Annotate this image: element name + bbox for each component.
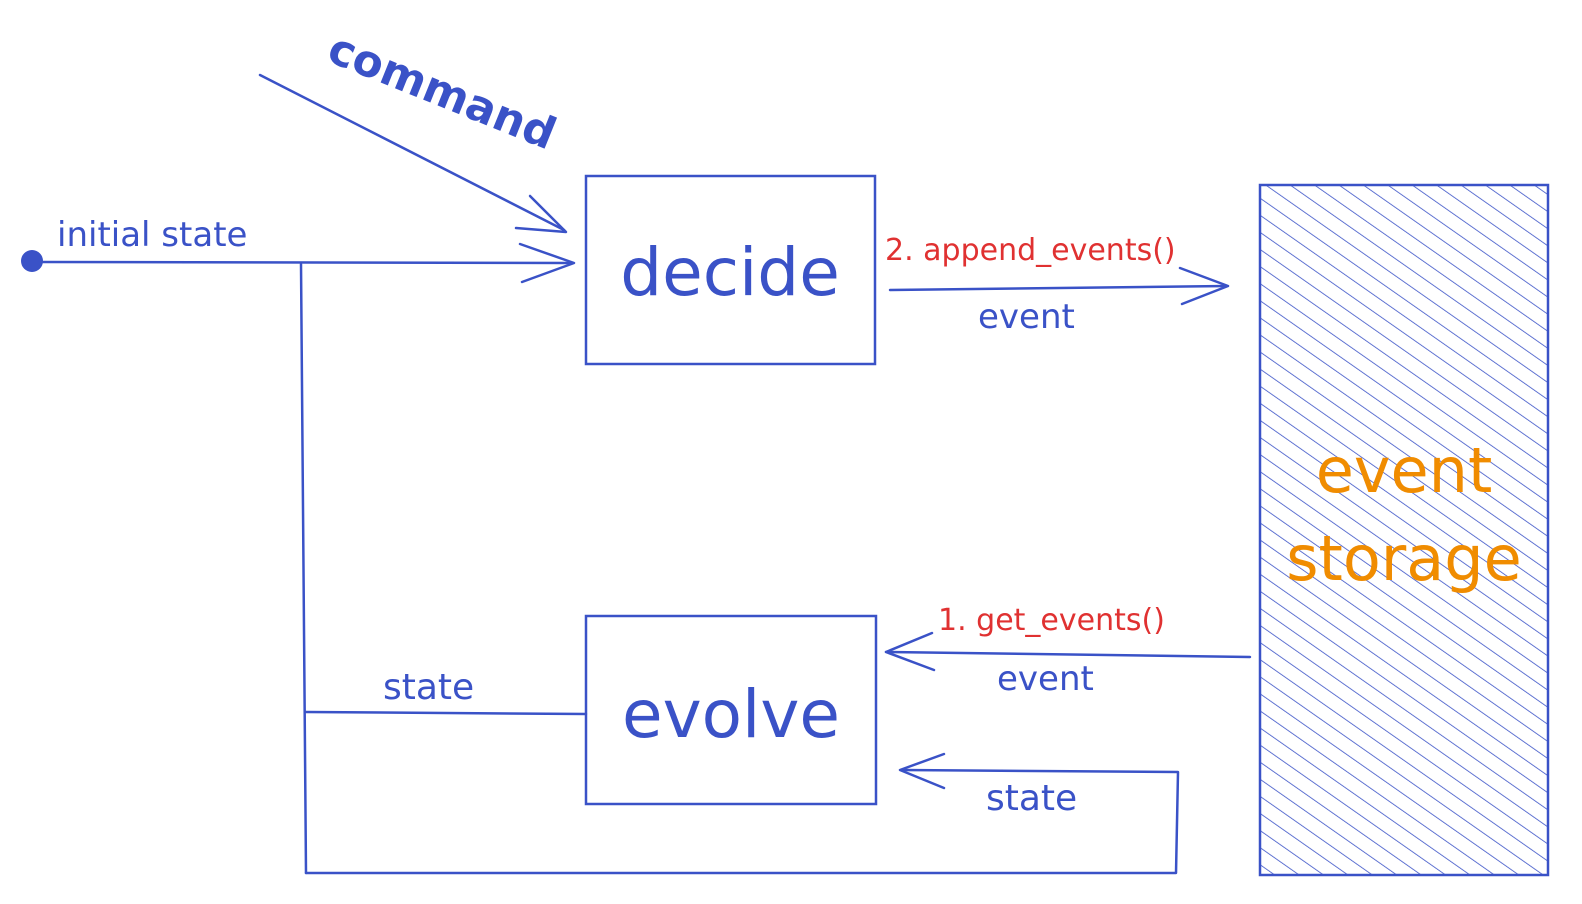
append-events-arrowhead [1178, 266, 1230, 306]
event-in-label: event [997, 659, 1094, 699]
storage-label-line2: storage [1286, 522, 1522, 595]
get-events-label: 1. get_events() [938, 603, 1165, 638]
state-loop-bottom [304, 768, 1180, 875]
state-loop-arrowhead [898, 752, 946, 790]
state-feedback-vertical [299, 262, 308, 875]
start-dot [21, 250, 43, 272]
state-left-line [304, 710, 588, 716]
storage-label-line1: event [1316, 434, 1493, 507]
initial-state-arrowhead [518, 242, 576, 284]
get-events-arrow [884, 650, 1252, 659]
initial-state-arrow [38, 260, 574, 265]
decide-label: decide [620, 234, 840, 311]
evolve-label: evolve [622, 676, 840, 753]
append-events-label: 2. append_events() [885, 233, 1176, 268]
initial-state-label: initial state [57, 215, 247, 255]
command-arrow [258, 73, 566, 232]
evolve-box [584, 614, 878, 806]
command-label: command [321, 23, 563, 160]
get-events-arrowhead [884, 631, 936, 672]
decide-box [584, 174, 877, 366]
state-left-label: state [383, 667, 474, 708]
append-events-arrow [888, 284, 1228, 292]
state-loop-label: state [986, 778, 1077, 819]
event-out-label: event [978, 297, 1075, 337]
event-storage-box [1258, 183, 1550, 877]
command-arrowhead [514, 194, 568, 234]
